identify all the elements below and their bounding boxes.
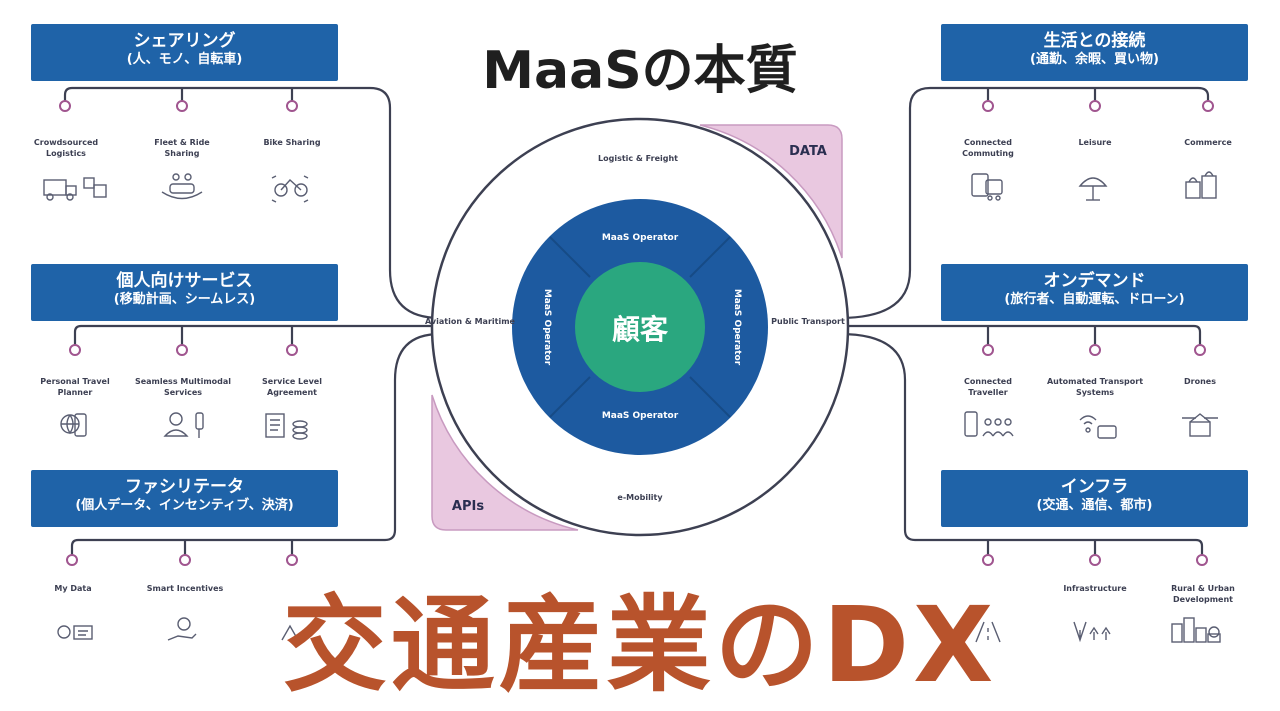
- item-bike-sharing: Bike Sharing: [263, 138, 321, 147]
- overlay-title: 交通産業のDX: [282, 584, 998, 706]
- road-icon: [975, 621, 1001, 643]
- item-service-level-agreement: Service Level Agreement: [262, 377, 322, 397]
- category-subtitle: (移動計画、シームレス): [113, 292, 256, 307]
- globe-phone-icon: [60, 413, 87, 437]
- category-box-personal-services: 個人向けサービス (移動計画、シームレス): [31, 264, 338, 321]
- item-rural-urban-development: Rural & Urban Development: [1171, 584, 1235, 604]
- outer-label-right-1: Public Transport: [771, 317, 845, 326]
- category-subtitle: (旅行者、自動運転、ドローン): [1004, 292, 1185, 307]
- category-title: ファシリテータ: [125, 477, 244, 497]
- hand-icon: [281, 624, 299, 641]
- item-leisure: Leisure: [1078, 138, 1112, 147]
- item-personal-travel-planner: Personal Travel Planner: [40, 377, 110, 397]
- category-title: 生活との接続: [1043, 31, 1146, 51]
- category-box-lifestyle: 生活との接続 (通勤、余暇、買い物): [941, 24, 1248, 81]
- item-automated-transport: Automated Transport Systems: [1046, 377, 1144, 397]
- apis-corner-shape: [431, 394, 579, 531]
- phone-people-icon: [964, 411, 1014, 437]
- commute-icon: [971, 173, 1003, 201]
- customer-core: [575, 262, 705, 392]
- data-corner-shape: [699, 124, 843, 259]
- item-crowdsourced-logistics: Crowdsourced Logistics: [33, 138, 99, 158]
- operator-label-right: MaaS Operator: [732, 289, 742, 366]
- car-people-icon: [161, 173, 203, 200]
- data-card-icon: [57, 625, 93, 640]
- outer-label-top: Logistic & Freight: [598, 154, 678, 163]
- category-subtitle: (個人データ、インセンティブ、決済): [75, 498, 294, 513]
- center-label: 顧客: [612, 313, 669, 346]
- category-box-facilitator: ファシリテータ (個人データ、インセンティブ、決済): [31, 470, 338, 527]
- item-seamless-multimodal: Seamless Multimodal Services: [134, 377, 232, 397]
- operator-label-top: MaaS Operator: [602, 233, 679, 243]
- hand-coin-icon: [167, 617, 197, 641]
- outer-label-left: Aviation & Maritime: [425, 317, 516, 326]
- category-title: 個人向けサービス: [116, 271, 253, 291]
- truck-boxes-icon: [43, 177, 107, 201]
- item-connected-commuting: Connected Commuting: [962, 138, 1014, 158]
- category-title: インフラ: [1060, 477, 1129, 497]
- bike-icon: [271, 175, 309, 203]
- umbrella-icon: [1078, 177, 1108, 201]
- item-connected-traveller: Connected Traveller: [964, 377, 1012, 397]
- category-box-sharing: シェアリング (人、モノ、自転車): [31, 24, 338, 81]
- category-box-on-demand: オンデマンド (旅行者、自動運転、ドローン): [941, 264, 1248, 321]
- outer-label-bottom: e-Mobility: [617, 493, 663, 502]
- item-my-data: My Data: [54, 584, 92, 593]
- document-coins-icon: [265, 413, 308, 440]
- item-drones: Drones: [1184, 377, 1216, 386]
- category-box-infrastructure: インフラ (交通、通信、都市): [941, 470, 1248, 527]
- category-subtitle: (交通、通信、都市): [1036, 498, 1153, 513]
- operator-label-left: MaaS Operator: [542, 289, 552, 366]
- apis-label: APIs: [452, 499, 484, 514]
- drone-box-icon: [1182, 413, 1218, 437]
- city-buildings-icon: [1171, 617, 1221, 643]
- outer-label-right: Public Transport: [771, 317, 845, 326]
- category-title: シェアリング: [133, 31, 236, 51]
- item-fleet-ride-sharing: Fleet & Ride Sharing: [154, 138, 210, 158]
- antenna-trees-icon: [1073, 621, 1111, 643]
- item-infrastructure: Infrastructure: [1063, 584, 1127, 593]
- item-smart-incentives: Smart Incentives: [146, 584, 224, 593]
- item-commerce: Commerce: [1184, 138, 1232, 147]
- outer-label-left-1: Aviation & Maritime: [425, 317, 516, 326]
- category-subtitle: (通勤、余暇、買い物): [1030, 52, 1159, 67]
- signal-vehicle-icon: [1079, 415, 1117, 439]
- person-traffic-icon: [163, 412, 204, 438]
- page-title: MaaSの本質: [482, 41, 798, 101]
- category-title: オンデマンド: [1043, 271, 1146, 291]
- data-label: DATA: [789, 144, 827, 159]
- category-subtitle: (人、モノ、自転車): [126, 52, 243, 67]
- shopping-bags-icon: [1185, 171, 1217, 199]
- operator-label-bottom: MaaS Operator: [602, 411, 679, 421]
